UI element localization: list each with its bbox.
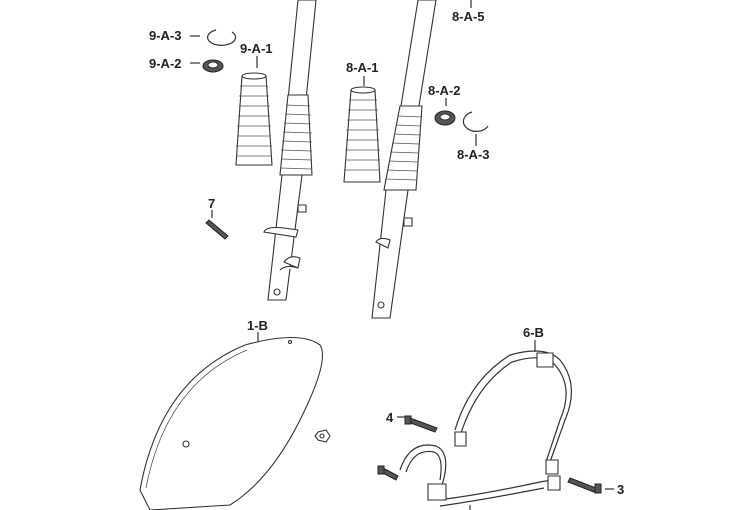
label-3: 3 [617,482,624,497]
fork-brace-6-b [399,350,573,507]
label-9-a-1: 9-A-1 [240,41,273,56]
label-4: 4 [386,410,394,425]
bolt-3 [567,477,614,494]
front-fender-1-b [139,337,323,510]
label-9-a-3: 9-A-3 [149,28,182,43]
boot-8-a-1 [343,86,381,183]
label-8-a-1: 8-A-1 [346,60,379,75]
bolt-small-left [377,465,399,481]
oil-seal-8-a-2 [434,110,456,126]
bolt-7 [205,210,229,240]
leader-lines [190,0,536,510]
label-8-a-2: 8-A-2 [428,83,461,98]
bolt-4 [397,415,438,433]
label-1-b: 1-B [247,318,268,333]
left-fork-assembly [263,0,317,301]
right-fork-boot [383,105,423,191]
label-7: 7 [208,196,215,211]
circlip-8-a-3 [462,111,489,132]
label-6-b: 6-B [523,325,544,340]
label-9-a-2: 9-A-2 [149,56,182,71]
boot-9-a-1 [235,72,273,166]
oil-seal-9-a-2 [202,59,224,73]
label-8-a-3: 8-A-3 [457,147,490,162]
left-fork-boot [279,94,313,176]
nut [314,429,331,443]
right-fork-assembly [371,0,437,319]
label-8-a-5: 8-A-5 [452,9,485,24]
circlip-9-a-3 [207,29,237,46]
